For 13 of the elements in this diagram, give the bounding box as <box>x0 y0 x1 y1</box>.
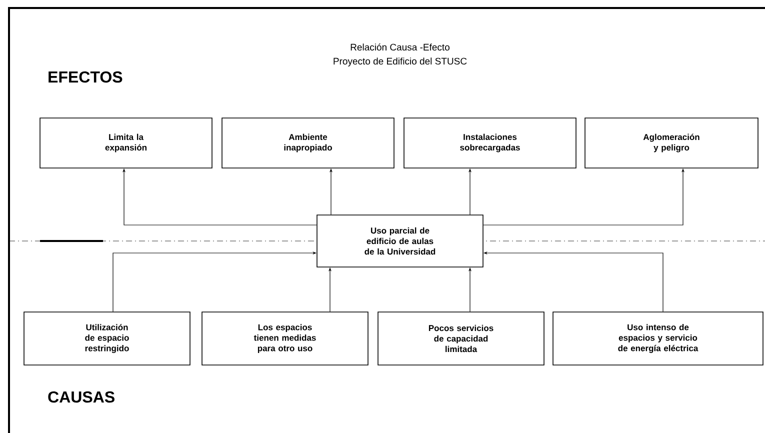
text-box: Utilización de espacio restringido <box>24 312 190 366</box>
text-box: Uso intenso de espacios y servicio de energía eléctrica <box>552 312 764 366</box>
text-box: Pocos servicios de capacidad limitada <box>378 312 544 366</box>
text-box: Uso parcial de edificio de aulas de la Universidad <box>316 214 484 268</box>
section-heading: CAUSAS <box>48 391 114 403</box>
title: Relación Causa -Efecto <box>350 43 450 51</box>
text-box: Limita la expansión <box>40 118 212 168</box>
text-box: Ambiente inapropiado <box>222 118 394 168</box>
section-heading: EFECTOS <box>48 71 122 83</box>
text-box: Instalaciones sobrecargadas <box>404 118 576 168</box>
text-box: Aglomeración y peligro <box>584 118 758 168</box>
text-box: Los espacios tienen medidas para otro uso <box>202 312 368 366</box>
subtitle: Proyecto de Edificio del STUSC <box>334 58 467 66</box>
